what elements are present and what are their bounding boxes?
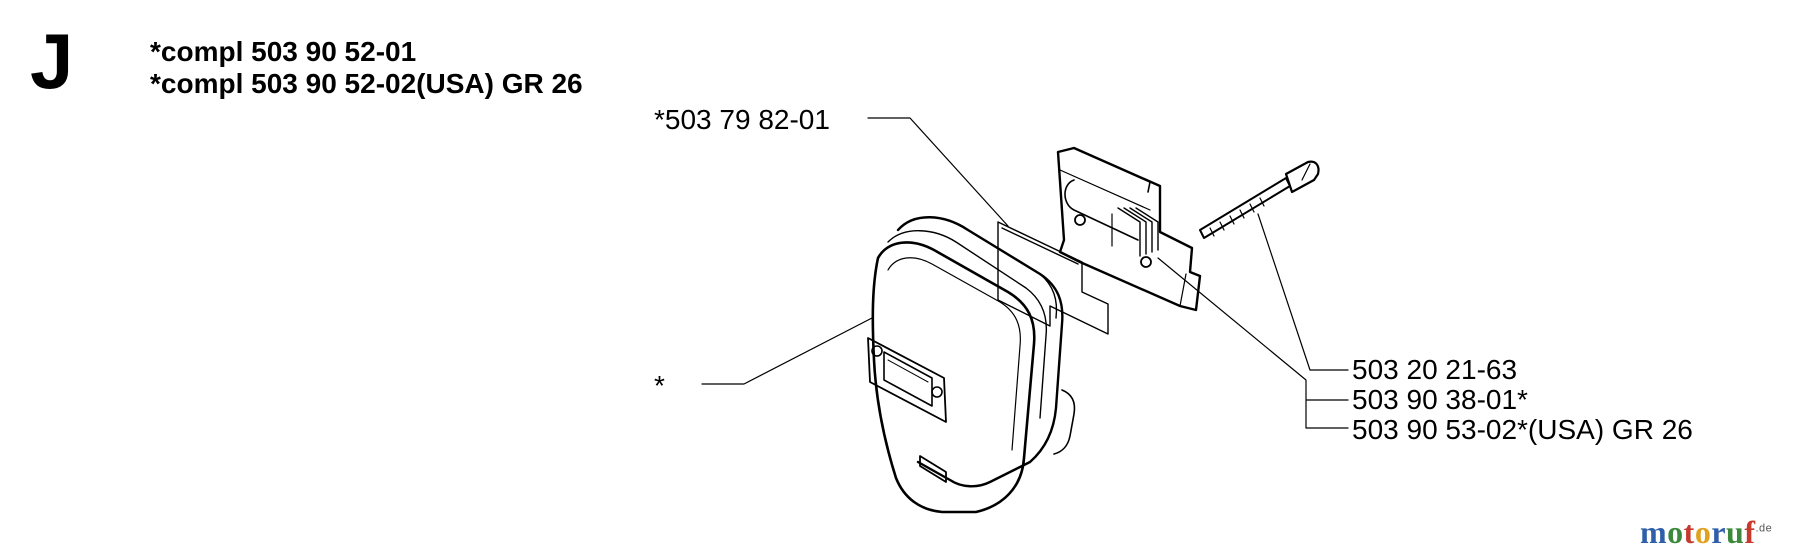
leader-lines — [701, 117, 1349, 429]
watermark-suffix: .de — [1755, 522, 1773, 535]
leader-gasket — [867, 117, 1009, 227]
part-label-bracket-usa: 503 90 53-02*(USA) GR 26 — [1352, 414, 1693, 445]
watermark-letter: r — [1711, 514, 1727, 550]
watermark-wordmark: motoruf — [1640, 514, 1755, 550]
muffler-part — [867, 216, 1076, 514]
part-label-muffler: * — [654, 370, 665, 401]
watermark-logo: motoruf.de — [1640, 516, 1772, 548]
watermark-letter: m — [1640, 514, 1668, 550]
watermark-letter: o — [1694, 514, 1712, 550]
kit-number-line1: *compl 503 90 52-01 — [150, 36, 417, 67]
leader-screw — [1257, 213, 1349, 371]
gasket-part — [997, 221, 1109, 335]
screw-part — [1199, 160, 1320, 239]
leader-bracket-usa — [1305, 399, 1349, 429]
part-label-gasket: *503 79 82-01 — [654, 104, 830, 135]
part-label-screw: 503 20 21-63 — [1352, 354, 1518, 385]
watermark-letter: u — [1726, 514, 1745, 550]
section-letter: J — [30, 17, 74, 105]
kit-number-line2: *compl 503 90 52-02(USA) GR 26 — [150, 68, 583, 99]
watermark-letter: t — [1683, 514, 1695, 550]
leader-bracket — [1157, 257, 1349, 401]
watermark-letter: o — [1667, 514, 1684, 550]
part-label-bracket: 503 90 38-01* — [1352, 384, 1528, 415]
bracket-part — [1056, 146, 1202, 312]
watermark-letter: f — [1744, 514, 1756, 550]
leader-muffler — [701, 317, 873, 385]
